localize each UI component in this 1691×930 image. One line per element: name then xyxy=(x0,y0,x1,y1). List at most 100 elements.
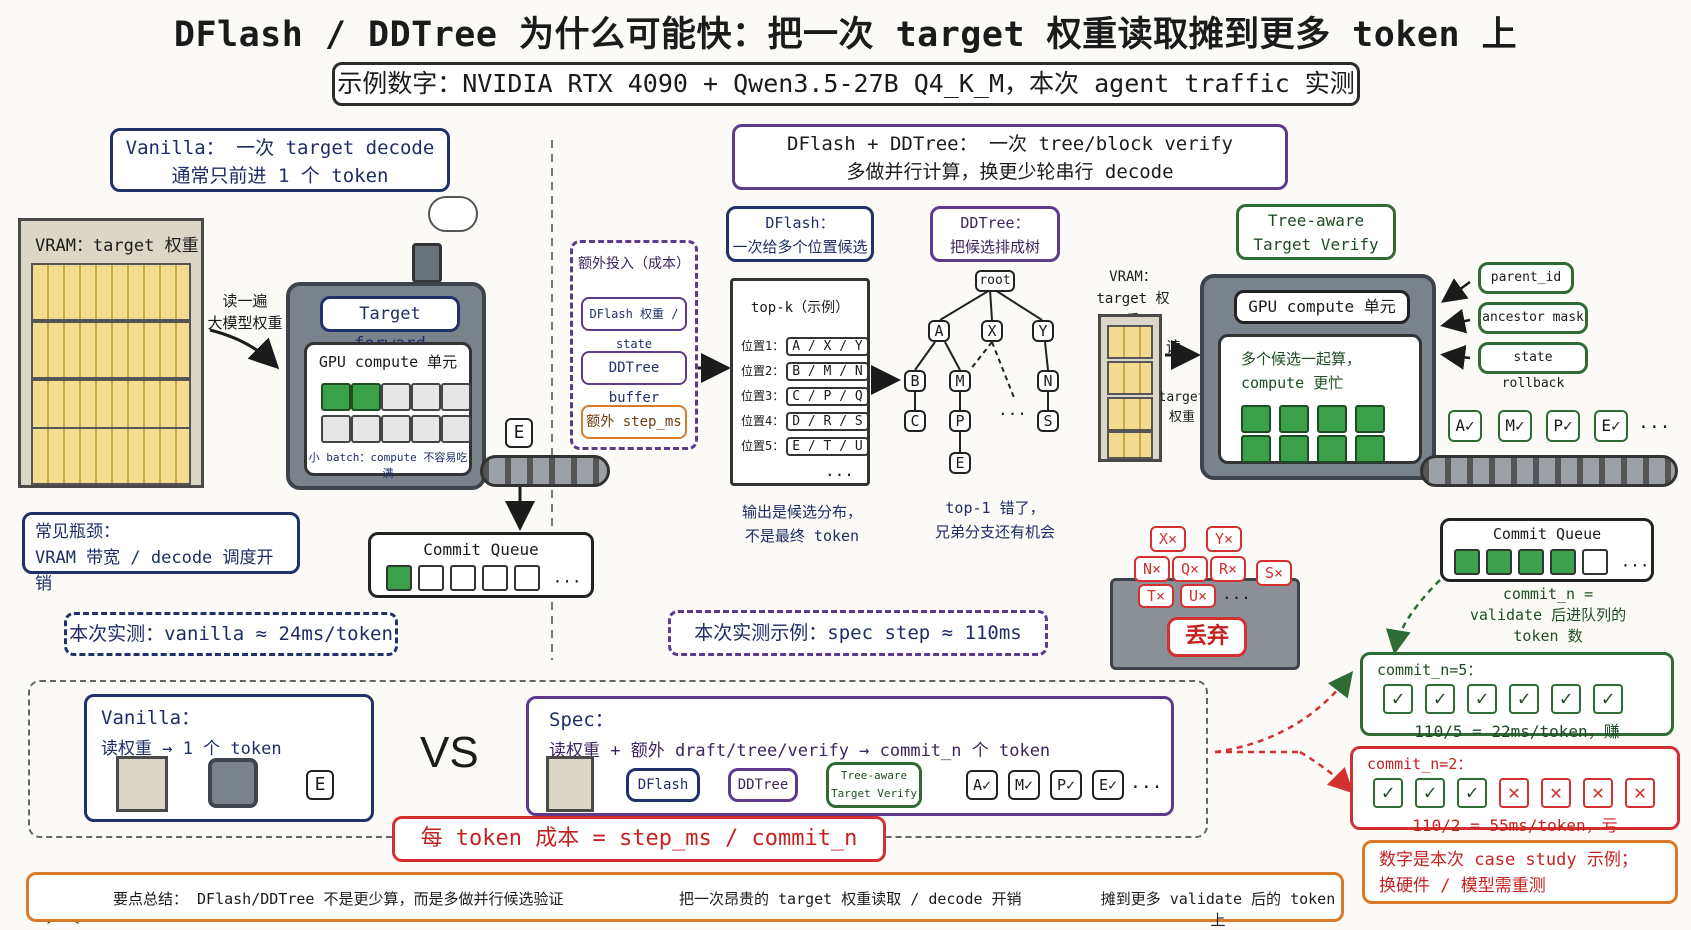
extra-item-ddtree-buffer: DDTree buffer xyxy=(581,351,687,406)
spec-vram-line1: VRAM： xyxy=(1109,269,1157,285)
spec-label-line2: 多做并行计算，换更少轮串行 decode xyxy=(846,161,1174,183)
vanilla-gpu-screen: GPU compute 单元 小 batch：compute 不容易吃满 xyxy=(304,342,472,480)
rejected-token: N× xyxy=(1134,556,1170,582)
ddtree-note-line1: top-1 错了， xyxy=(945,499,1045,517)
tree-aware-line2: Target Verify xyxy=(1253,235,1379,254)
compare-flow-dflash: DFlash xyxy=(626,768,700,802)
ddtree-label-line1: DDTree： xyxy=(960,214,1030,232)
topk-candidates: E / T / U xyxy=(786,437,869,456)
disclaimer-line1: 数字是本次 case study 示例； xyxy=(1379,850,1638,870)
commit-n-note: commit_n = validate 后进队列的 token 数 xyxy=(1442,584,1654,647)
accepted-check-icon: ✓ xyxy=(1383,684,1413,714)
commit-queue-label: Commit Queue xyxy=(423,540,539,559)
extra-item-dflash-state: DFlash 权重 / state xyxy=(581,297,687,351)
spec-commit-queue-label: Commit Queue xyxy=(1492,525,1602,543)
compare-flow-token: E✓ xyxy=(1092,770,1124,800)
commit-queue-cells: ... xyxy=(371,565,591,591)
tree-more: ... xyxy=(998,400,1027,419)
result-bad-text: 110/2 = 55ms/token，亏 xyxy=(1412,816,1618,835)
vanilla-commit-queue: Commit Queue ... xyxy=(368,532,594,598)
spec-label-box: DFlash + DDTree： 一次 tree/block verify 多做… xyxy=(732,124,1288,190)
dflash-label-line1: DFlash： xyxy=(765,214,835,232)
gpu-compute-label: GPU compute 单元 xyxy=(318,353,458,371)
shelf-row xyxy=(31,263,191,321)
tree-node: N xyxy=(1037,370,1059,392)
bottleneck-box: 常见瓶颈： VRAM 带宽 / decode 调度开销 xyxy=(22,512,300,594)
vs-label: VS xyxy=(420,728,479,777)
disclaimer-box: 数字是本次 case study 示例； 换硬件 / 模型需重测 xyxy=(1362,840,1678,904)
topk-row: 位置5：E / T / U xyxy=(741,437,869,456)
read-note-line2: 大模型权重 xyxy=(207,314,283,332)
spec-commit-queue-cells: ... xyxy=(1443,549,1651,575)
spec-commit-more: ... xyxy=(1620,551,1650,571)
compare-spec-desc: 读权重 + 额外 draft/tree/verify → commit_n 个 … xyxy=(549,741,1051,761)
result-bad-box: commit_n=2： ✓✓✓✕✕✕✕ 110/2 = 55ms/token，亏 xyxy=(1350,746,1680,835)
spec-read-label: 读 xyxy=(1166,338,1182,356)
vanilla-measure: 本次实测：vanilla ≈ 24ms/token xyxy=(64,612,398,656)
rejected-x-icon: ✕ xyxy=(1583,778,1613,808)
dflash-label-line2: 一次给多个位置候选 xyxy=(732,238,868,256)
compare-flow-ddtree: DDTree xyxy=(728,768,798,802)
compare-vanilla-vram-icon xyxy=(116,756,168,812)
vram-label: VRAM：target 权重 xyxy=(35,236,199,256)
topk-row: 位置1：A / X / Y xyxy=(741,337,869,356)
compare-flow-verify: Tree-aware Target Verify xyxy=(826,762,922,808)
extra-cost-title: 额外投入（成本） xyxy=(578,256,690,272)
tree-node: S xyxy=(1037,410,1059,432)
read-note-line1: 读一遍 xyxy=(222,292,268,310)
bottleneck-line1: 常见瓶颈： xyxy=(35,522,120,542)
summary-bar: 要点总结： DFlash/DDTree 不是更少算，而是多做并行候选验证 把一次… xyxy=(26,872,1344,929)
spec-gpu-note-line2: compute 更忙 xyxy=(1241,374,1344,392)
rejected-x-icon: ✕ xyxy=(1499,778,1529,808)
discard-label: 丢弃 xyxy=(1167,617,1247,657)
page-title: DFlash / DDTree 为什么可能快：把一次 target 权重读取摊到… xyxy=(173,15,1518,55)
rejected-token: X× xyxy=(1150,526,1186,552)
rejected-x-icon: ✕ xyxy=(1625,778,1655,808)
compare-spec-title: Spec： xyxy=(549,709,614,731)
accepted-check-icon: ✓ xyxy=(1415,778,1445,808)
commit-note-line1: commit_n = xyxy=(1502,585,1594,603)
ddtree-label-line2: 把候选排成树 xyxy=(949,238,1040,256)
compare-vanilla-desc: 读权重 → 1 个 token xyxy=(101,739,282,759)
topk-position-label: 位置4： xyxy=(741,414,785,428)
rejected-token: U× xyxy=(1180,584,1216,608)
subtitle-banner: 示例数字：NVIDIA RTX 4090 + Qwen3.5-27B Q4_K_… xyxy=(332,62,1360,106)
spec-gpu-label: GPU compute 单元 xyxy=(1234,290,1410,324)
spec-read-target-line1: target xyxy=(1158,390,1206,405)
vanilla-label-box: Vanilla： 一次 target decode 通常只前进 1 个 toke… xyxy=(110,128,450,192)
rejected-token: S× xyxy=(1256,560,1292,586)
spec-conveyor xyxy=(1420,455,1678,487)
accepted-more: ... xyxy=(1638,412,1671,433)
ddtree-label-box: DDTree： 把候选排成树 xyxy=(930,206,1060,262)
compare-flow-token: A✓ xyxy=(966,770,998,800)
tag-ancestor-mask: ancestor mask xyxy=(1478,302,1588,334)
spec-gpu-note: 多个候选一起算， compute 更忙 xyxy=(1241,347,1361,395)
accepted-token: M✓ xyxy=(1498,410,1532,442)
result-bad-title: commit_n=2： xyxy=(1367,755,1473,773)
summary-part-a: 要点总结： DFlash/DDTree 不是更少算，而是多做并行候选验证 xyxy=(113,890,564,908)
tree-aware-line1: Tree-aware xyxy=(1267,211,1365,230)
tree-node: A xyxy=(928,320,950,342)
accepted-check-icon: ✓ xyxy=(1509,684,1539,714)
spec-read-target: target 权重 xyxy=(1158,388,1206,428)
vanilla-output-token: E xyxy=(505,418,533,448)
accepted-check-icon: ✓ xyxy=(1593,684,1623,714)
result-good-text: 110/5 = 22ms/token，赚 xyxy=(1414,722,1620,741)
rejected-token: R× xyxy=(1210,556,1246,582)
ddtree-note-line2: 兄弟分支还有机会 xyxy=(934,523,1055,541)
topk-row: 位置3：C / P / Q xyxy=(741,387,869,406)
spec-measure: 本次实测示例：spec step ≈ 110ms xyxy=(668,610,1048,656)
compare-flow-more: ... xyxy=(1130,772,1163,793)
accepted-token: A✓ xyxy=(1448,410,1482,442)
topk-position-label: 位置1： xyxy=(741,339,785,353)
rejected-x-icon: ✕ xyxy=(1541,778,1571,808)
topk-row: 位置4：D / R / S xyxy=(741,412,869,431)
tree-aware-verify-label: Tree-aware Target Verify xyxy=(1236,204,1396,260)
commit-note-line2: validate 后进队列的 xyxy=(1469,606,1627,624)
tree-node: E xyxy=(949,452,971,474)
dflash-note: 输出是候选分布， 不是最终 token xyxy=(712,500,892,548)
shelf-row xyxy=(1107,361,1153,395)
rejected-token: Q× xyxy=(1172,556,1208,582)
cost-formula: 每 token 成本 = step_ms / commit_n xyxy=(392,816,886,862)
